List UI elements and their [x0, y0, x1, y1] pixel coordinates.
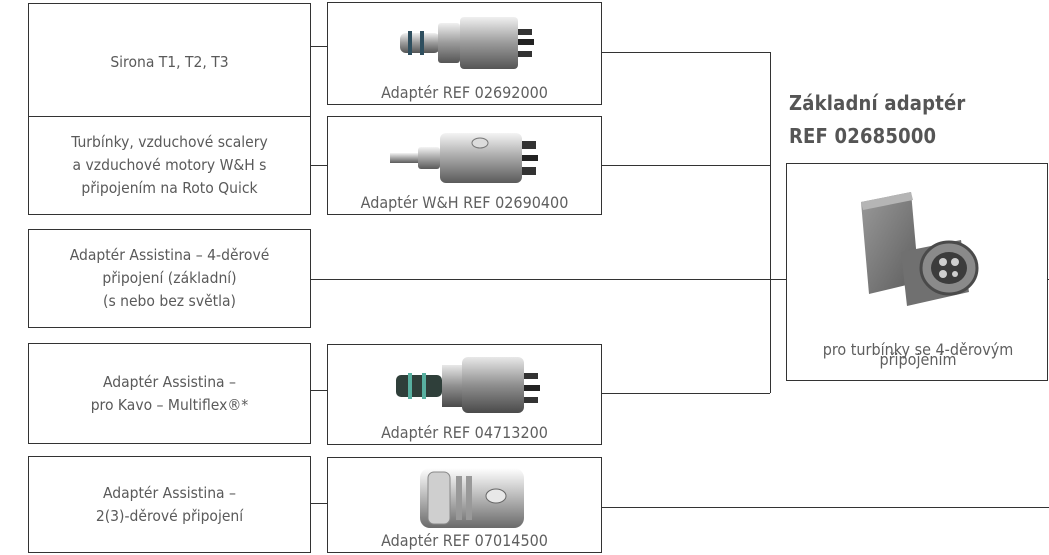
source-box-assistina-4: Adaptér Assistina – 4-děrové připojení (…	[28, 229, 311, 328]
wh-adapter-icon	[328, 121, 601, 193]
source-box-sirona: Sirona T1, T2, T3	[28, 3, 311, 121]
source-label-assistina-23: Adaptér Assistina – 2(3)-děrové připojen…	[95, 483, 244, 525]
base-adapter-caption-line2: připojením	[879, 350, 957, 369]
connector-wh-short	[311, 165, 327, 166]
cylinder-adapter-icon	[328, 462, 601, 534]
adapter-box-kavo: Adaptér REF 04713200	[327, 344, 602, 445]
connector-assistina23-long	[602, 507, 1049, 508]
adapter-box-wh: Adaptér W&H REF 02690400	[327, 116, 602, 215]
connector-sirona-long	[602, 52, 770, 53]
source-label-sirona: Sirona T1, T2, T3	[110, 52, 229, 71]
source-box-kavo: Adaptér Assistina – pro Kavo – Multiflex…	[28, 343, 311, 444]
connector-kavo-short	[311, 390, 327, 391]
adapter-caption-kavo: Adaptér REF 04713200	[381, 423, 548, 442]
connector-sirona-short	[311, 46, 327, 47]
adapter-box-sirona: Adaptér REF 02692000	[327, 2, 602, 105]
source-label-kavo: Adaptér Assistina – pro Kavo – Multiflex…	[90, 372, 249, 414]
connector-assistina23-short	[311, 503, 327, 504]
adapter-caption-wh: Adaptér W&H REF 02690400	[360, 193, 569, 212]
base-adapter-caption-line1: pro turbínky se 4-děrovým	[822, 340, 1014, 359]
source-label-wh: Turbínky, vzduchové scalery a vzduchové …	[71, 133, 268, 197]
base-adapter-box: pro turbínky se 4-děrovým připojením	[786, 163, 1048, 381]
base-adapter-icon	[841, 182, 1001, 326]
sirona-adapter-icon	[328, 7, 601, 79]
source-box-wh: Turbínky, vzduchové scalery a vzduchové …	[28, 116, 311, 215]
base-adapter-title: Základní adaptér	[789, 91, 966, 115]
base-adapter-ref: REF 02685000	[789, 124, 937, 148]
connector-wh-long	[602, 165, 770, 166]
source-label-assistina-4: Adaptér Assistina – 4-děrové připojení (…	[69, 246, 270, 310]
adapter-caption-assistina-23: Adaptér REF 07014500	[381, 531, 548, 550]
kavo-adapter-icon	[328, 349, 601, 421]
connector-vertical-bus	[770, 52, 771, 393]
connector-assistina4-long	[311, 279, 786, 280]
adapter-caption-sirona: Adaptér REF 02692000	[381, 83, 548, 102]
source-box-assistina-23: Adaptér Assistina – 2(3)-děrové připojen…	[28, 456, 311, 553]
connector-kavo-long	[602, 393, 770, 394]
adapter-box-assistina-23: Adaptér REF 07014500	[327, 457, 602, 553]
